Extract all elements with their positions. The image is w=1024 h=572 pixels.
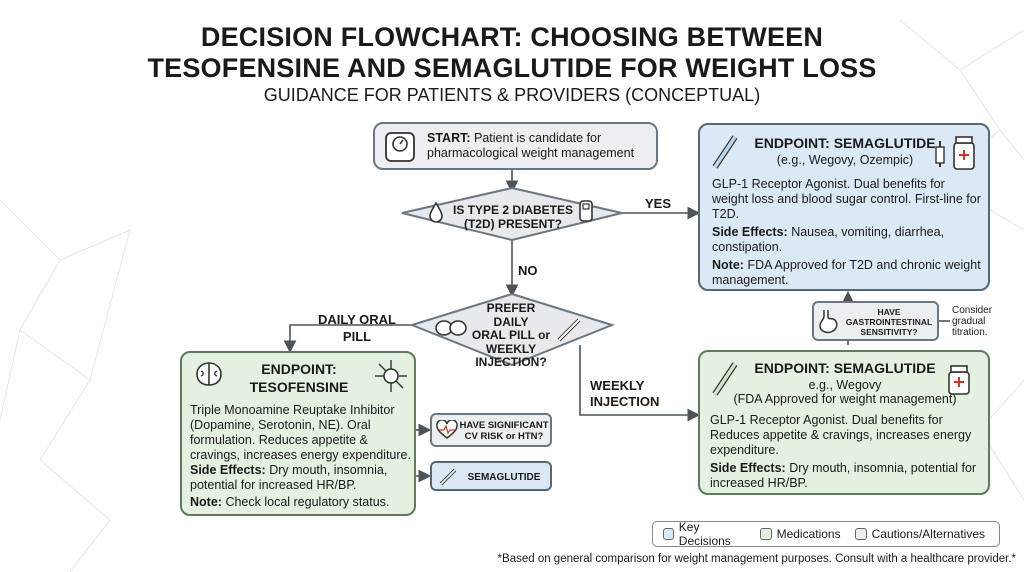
label-no: NO xyxy=(518,263,538,278)
glucose-meter-icon xyxy=(579,200,593,222)
endpoint-sema-weekly-se-label: Side Effects: xyxy=(710,461,786,475)
decision-1-line-2: (T2D) PRESENT? xyxy=(463,217,562,231)
label-daily-oral-2: PILL xyxy=(342,329,372,344)
legend-item-cautions: Cautions/Alternatives xyxy=(854,527,985,541)
legend-swatch-green xyxy=(759,528,772,540)
endpoint-sema-weekly-sub1: e.g., Wegovy xyxy=(808,378,882,392)
cv-line-2: CV RISK or HTN? xyxy=(464,431,544,442)
gi-side-3: titration. xyxy=(952,327,988,338)
endpoint-sema-t2d-sub: (e.g., Wegovy, Ozempic) xyxy=(776,153,914,167)
endpoint-sema-t2d-se-text: Nausea, vomiting, diarrhea, constipation… xyxy=(712,225,945,254)
footnote: *Based on general comparison for weight … xyxy=(497,553,1016,565)
endpoint-teso-note-text: Check local regulatory status. xyxy=(225,495,390,509)
endpoint-sema-t2d-title: ENDPOINT: SEMAGLUTIDE xyxy=(754,135,936,151)
endpoint-teso-se-text: Dry mouth, insomnia, potential for incre… xyxy=(190,463,388,492)
title-line-2: TESOFENSINE AND SEMAGLUTIDE FOR WEIGHT L… xyxy=(147,53,877,83)
endpoint-teso-title-1: ENDPOINT: xyxy=(261,361,337,377)
decision-1-line-1: IS TYPE 2 DIABETES xyxy=(452,203,574,217)
arrow-daily xyxy=(283,324,412,354)
legend-item-meds: Medications xyxy=(759,527,841,541)
legend-item-key: Key Decisions xyxy=(663,520,746,548)
label-weekly-1: WEEKLY xyxy=(590,378,645,393)
syringe-icon-2 xyxy=(439,468,457,486)
pen-injector-icon xyxy=(712,135,738,169)
endpoint-teso-title-2: TESOFENSINE xyxy=(249,379,349,395)
decision-2-line-1: PREFER DAILY xyxy=(486,301,536,329)
endpoint-sema-t2d-desc: GLP-1 Receptor Agonist. Dual benefits fo… xyxy=(712,177,981,221)
endpoint-teso-desc: Triple Monoamine Reuptake Inhibitor (Dop… xyxy=(190,403,411,462)
endpoint-semaglutide-t2d: ENDPOINT: SEMAGLUTIDE (e.g., Wegovy, Oze… xyxy=(698,123,990,291)
sema-alt-label: SEMAGLUTIDE xyxy=(467,472,541,483)
endpoint-sema-t2d-se-label: Side Effects: xyxy=(712,225,788,239)
gi-line-1: HAVE xyxy=(877,307,901,317)
legend: Key Decisions Medications Cautions/Alter… xyxy=(652,520,1000,548)
subtitle: GUIDANCE FOR PATIENTS & PROVIDERS (CONCE… xyxy=(263,85,761,105)
heart-icon xyxy=(436,420,458,439)
endpoint-sema-weekly-title: ENDPOINT: SEMAGLUTIDE xyxy=(754,360,936,376)
legend-key-label: Key Decisions xyxy=(678,520,731,548)
endpoint-tesofensine: ENDPOINT: TESOFENSINE Triple Monoamine R… xyxy=(180,351,416,516)
scale-icon xyxy=(385,132,415,162)
cv-line-1: HAVE SIGNIFICANT xyxy=(459,420,549,431)
endpoint-teso-note-label: Note: xyxy=(190,495,222,509)
gi-side-1: Consider xyxy=(952,305,993,316)
gi-side-2: gradual xyxy=(952,316,986,327)
drop-icon xyxy=(429,201,443,223)
gi-sensitivity-box: HAVE GASTROINTESTINAL SENSITIVITY? xyxy=(812,301,939,341)
title-line-1: DECISION FLOWCHART: CHOOSING BETWEEN xyxy=(200,22,824,52)
start-label: START: xyxy=(427,131,471,145)
start-box: START: Patient is candidate for pharmaco… xyxy=(373,122,658,170)
endpoint-sema-t2d-note-text: FDA Approved for T2D and chronic weight … xyxy=(712,258,981,287)
cv-risk-box: HAVE SIGNIFICANT CV RISK or HTN? xyxy=(430,413,552,447)
gi-line-2: GASTROINTESTINAL xyxy=(845,317,933,327)
endpoint-semaglutide-weekly: ENDPOINT: SEMAGLUTIDE e.g., Wegovy (FDA … xyxy=(698,350,990,495)
legend-swatch-grey xyxy=(854,528,867,540)
endpoint-sema-weekly-desc: GLP-1 Receptor Agonist. Dual benefits fo… xyxy=(710,413,972,457)
gi-line-3: SENSITIVITY? xyxy=(860,327,918,337)
start-text: Patient is candidate for pharmacological… xyxy=(427,131,635,160)
endpoint-sema-weekly-se-text: Dry mouth, insomnia, potential for incre… xyxy=(710,461,977,490)
stomach-icon xyxy=(819,310,838,334)
label-weekly-2: INJECTION xyxy=(590,394,660,409)
endpoint-sema-weekly-sub2: (FDA Approved for weight management) xyxy=(733,392,957,406)
legend-cautions-label: Cautions/Alternatives xyxy=(871,527,985,541)
decision-2-line-3: WEEKLY xyxy=(485,341,537,356)
decision-2-line-4: INJECTION? xyxy=(475,355,547,369)
arrow-weekly xyxy=(579,345,701,422)
legend-meds-label: Medications xyxy=(776,527,841,541)
medicine-bottle-icon-2 xyxy=(948,365,970,395)
pill-icon xyxy=(435,320,467,336)
decision-2-diamond xyxy=(409,292,615,367)
decision-2-line-2: ORAL PILL or xyxy=(471,328,551,342)
syringe-icon xyxy=(557,318,581,342)
medicine-bottle-icon xyxy=(935,136,975,170)
semaglutide-alt-box: SEMAGLUTIDE xyxy=(430,461,552,491)
pen-injector-icon-2 xyxy=(712,362,738,396)
endpoint-teso-se-label: Side Effects: xyxy=(190,463,266,477)
label-yes: YES xyxy=(645,196,672,211)
neuron-icon xyxy=(375,360,407,392)
label-daily-oral-1: DAILY ORAL xyxy=(317,312,396,327)
endpoint-sema-t2d-note-label: Note: xyxy=(712,258,744,272)
legend-swatch-blue xyxy=(663,528,674,540)
brain-icon xyxy=(196,362,222,386)
